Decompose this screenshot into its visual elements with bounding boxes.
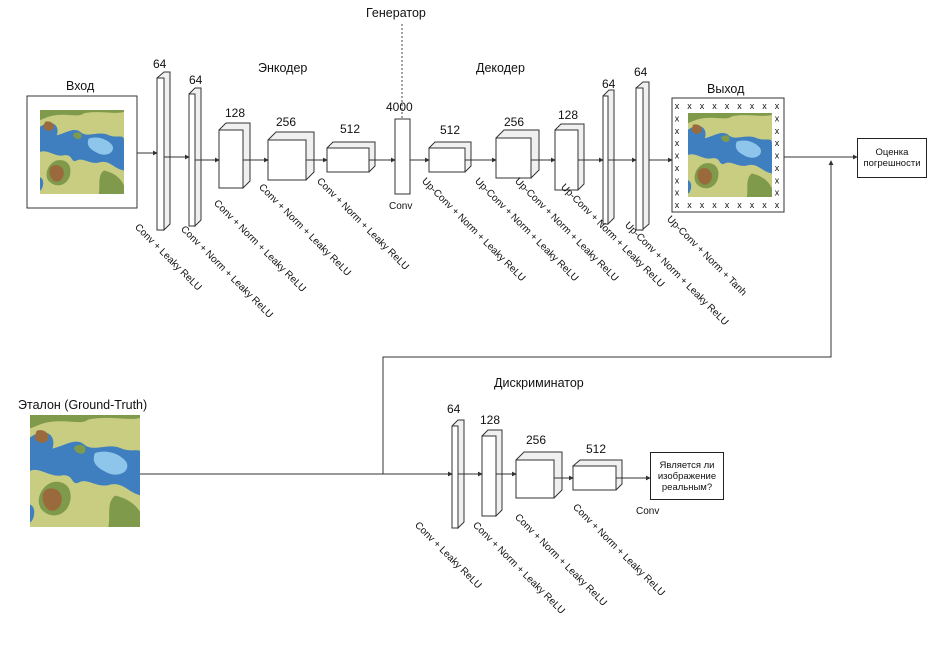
- mask-marker: x: [775, 126, 780, 136]
- mask-marker: x: [700, 101, 705, 111]
- mask-marker: x: [675, 163, 680, 173]
- map-output-icon: [688, 113, 772, 197]
- mask-marker: x: [712, 200, 717, 210]
- gen-channels-4: 256: [276, 115, 297, 129]
- gen-channels-1: 64: [153, 57, 167, 71]
- ground-truth-label: Эталон (Ground-Truth): [18, 398, 148, 412]
- mask-marker: x: [762, 200, 767, 210]
- mask-marker: x: [775, 151, 780, 161]
- mask-marker: x: [762, 101, 767, 111]
- mask-marker: x: [675, 138, 680, 148]
- is-real-box: Является ли изображение реальным?: [650, 452, 724, 500]
- mask-marker: x: [775, 188, 780, 198]
- gen-block-6: [394, 118, 411, 195]
- map-ground-truth-icon: [30, 415, 140, 527]
- mask-marker: x: [675, 101, 680, 111]
- mask-marker: x: [775, 200, 780, 210]
- mask-marker: x: [687, 200, 692, 210]
- mask-marker: x: [775, 101, 780, 111]
- input-label: Вход: [66, 79, 95, 93]
- mask-marker: x: [675, 113, 680, 123]
- mask-marker: x: [750, 101, 755, 111]
- gen-channels-10: 64: [602, 77, 616, 91]
- disc-op-5: Conv: [636, 506, 660, 517]
- disc-channels-2: 128: [480, 413, 501, 427]
- mask-marker: x: [775, 163, 780, 173]
- disc-channels-3: 256: [526, 433, 547, 447]
- mask-marker: x: [675, 126, 680, 136]
- mask-marker: x: [712, 101, 717, 111]
- generator-blocks: [156, 71, 650, 232]
- gen-channels-11: 64: [634, 65, 648, 79]
- mask-marker: x: [725, 101, 730, 111]
- mask-marker: x: [750, 200, 755, 210]
- mask-marker: x: [700, 200, 705, 210]
- gen-channels-7: 512: [440, 123, 461, 137]
- gen-channels-2: 64: [189, 73, 203, 87]
- output-label: Выход: [707, 82, 745, 96]
- gen-channels-5: 512: [340, 122, 361, 136]
- mask-marker: x: [675, 188, 680, 198]
- discriminator-flow: [140, 160, 834, 481]
- mask-marker: x: [725, 200, 730, 210]
- gen-channels-8: 256: [504, 115, 525, 129]
- discriminator-blocks: [451, 419, 623, 530]
- mask-marker: x: [675, 151, 680, 161]
- gen-op-6: Conv: [389, 201, 413, 212]
- error-estimate-box: Оценка погрешности: [857, 138, 927, 178]
- generator-flow: [137, 150, 858, 163]
- gen-channels-6: 4000: [386, 100, 413, 114]
- mask-marker: x: [737, 101, 742, 111]
- mask-marker: x: [775, 138, 780, 148]
- discriminator-title: Дискриминатор: [494, 376, 584, 390]
- gen-channels-3: 128: [225, 106, 246, 120]
- gen-channels-9: 128: [558, 108, 579, 122]
- mask-marker: x: [775, 113, 780, 123]
- mask-marker: x: [675, 175, 680, 185]
- disc-channels-4: 512: [586, 442, 607, 456]
- mask-marker: x: [737, 200, 742, 210]
- mask-marker: x: [687, 101, 692, 111]
- disc-channels-1: 64: [447, 402, 461, 416]
- mask-marker: x: [675, 200, 680, 210]
- decoder-title: Декодер: [476, 61, 525, 75]
- map-input-icon: [40, 110, 124, 194]
- encoder-title: Энкодер: [258, 61, 308, 75]
- generator-title: Генератор: [366, 6, 426, 20]
- mask-marker: x: [775, 175, 780, 185]
